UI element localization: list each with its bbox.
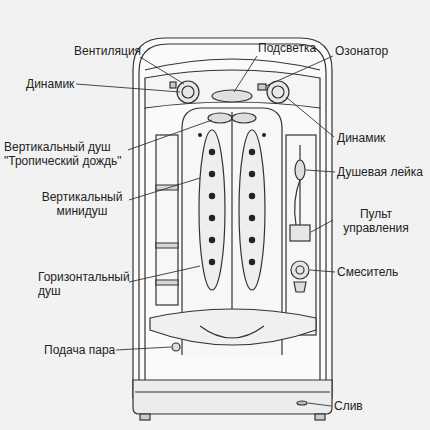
part-label: Динамик	[26, 77, 74, 91]
circle-shape	[249, 193, 255, 199]
part-label: Вентиляция	[74, 44, 141, 58]
circle-shape	[249, 171, 255, 177]
rect-shape	[258, 84, 266, 90]
circle-shape	[177, 81, 199, 103]
part-label: Душевая лейка	[337, 165, 423, 179]
path-shape	[295, 180, 300, 225]
path-shape	[133, 380, 332, 414]
circle-shape	[209, 259, 215, 265]
circle-shape	[209, 193, 215, 199]
path-shape	[139, 44, 326, 394]
line-shape	[299, 145, 300, 230]
circle-shape	[262, 133, 266, 137]
line-shape	[311, 220, 333, 232]
part-label: Смеситель	[337, 265, 398, 279]
circle-shape	[272, 86, 284, 98]
path-shape	[294, 282, 306, 292]
part-label: Вертикальный душ "Тропический дождь"	[4, 140, 128, 168]
path-shape	[150, 309, 316, 345]
line-shape	[266, 56, 333, 86]
left-shelves	[156, 135, 178, 305]
line-shape	[319, 108, 320, 394]
part-label: Горизонтальный душ	[38, 270, 130, 298]
part-label: Слив	[334, 399, 363, 413]
line-shape	[310, 270, 335, 272]
line-shape	[234, 56, 257, 92]
circle-shape	[249, 215, 255, 221]
cabin-frame	[133, 38, 332, 398]
jet-panels	[198, 130, 266, 290]
line-shape	[286, 97, 334, 137]
rect-shape	[290, 225, 310, 241]
circle-shape	[198, 133, 202, 137]
line-shape	[128, 120, 212, 150]
line-shape	[129, 178, 200, 200]
circle-shape	[209, 171, 215, 177]
circle-shape	[209, 215, 215, 221]
line-shape	[306, 170, 335, 172]
g-shape	[198, 133, 266, 265]
line-shape	[140, 57, 184, 84]
line-shape	[308, 403, 331, 406]
line-shape	[129, 266, 200, 282]
line-shape	[231, 112, 232, 310]
part-label: Динамик	[337, 131, 385, 145]
circle-shape	[209, 237, 215, 243]
ellipse-shape	[297, 401, 307, 405]
path-shape	[156, 243, 178, 248]
ellipse-shape	[208, 113, 232, 123]
circle-shape	[249, 237, 255, 243]
tray	[133, 380, 332, 420]
circle-shape	[249, 149, 255, 155]
rect-shape	[315, 414, 325, 420]
roof-devices	[170, 81, 289, 103]
path-shape	[133, 38, 332, 398]
circle-shape	[291, 261, 309, 279]
seat	[150, 309, 316, 351]
circle-shape	[209, 149, 215, 155]
line-shape	[144, 108, 145, 394]
ellipse-shape	[232, 113, 256, 123]
part-label: Озонатор	[335, 44, 388, 58]
path-shape	[145, 59, 320, 70]
line-shape	[76, 84, 180, 92]
circle-shape	[249, 259, 255, 265]
ellipse-shape	[212, 90, 252, 102]
part-label: Вертикальный минидуш	[36, 190, 128, 218]
ellipse-shape	[239, 130, 265, 290]
right-column	[286, 135, 316, 335]
line-shape	[116, 347, 171, 350]
rect-shape	[140, 414, 150, 420]
line-shape	[135, 391, 330, 392]
circle-shape	[172, 343, 180, 351]
path-shape	[200, 326, 264, 338]
ellipse-shape	[295, 160, 305, 180]
ellipse-shape	[199, 130, 225, 290]
path-shape	[156, 280, 178, 285]
rect-shape	[170, 82, 176, 88]
rect-shape	[286, 135, 316, 335]
circle-shape	[296, 266, 304, 274]
rect-shape	[156, 135, 178, 305]
part-label: Подсветка	[258, 41, 316, 55]
part-label: Пульт управления	[334, 207, 418, 235]
part-label: Подача пара	[44, 343, 115, 357]
circle-shape	[182, 86, 194, 98]
